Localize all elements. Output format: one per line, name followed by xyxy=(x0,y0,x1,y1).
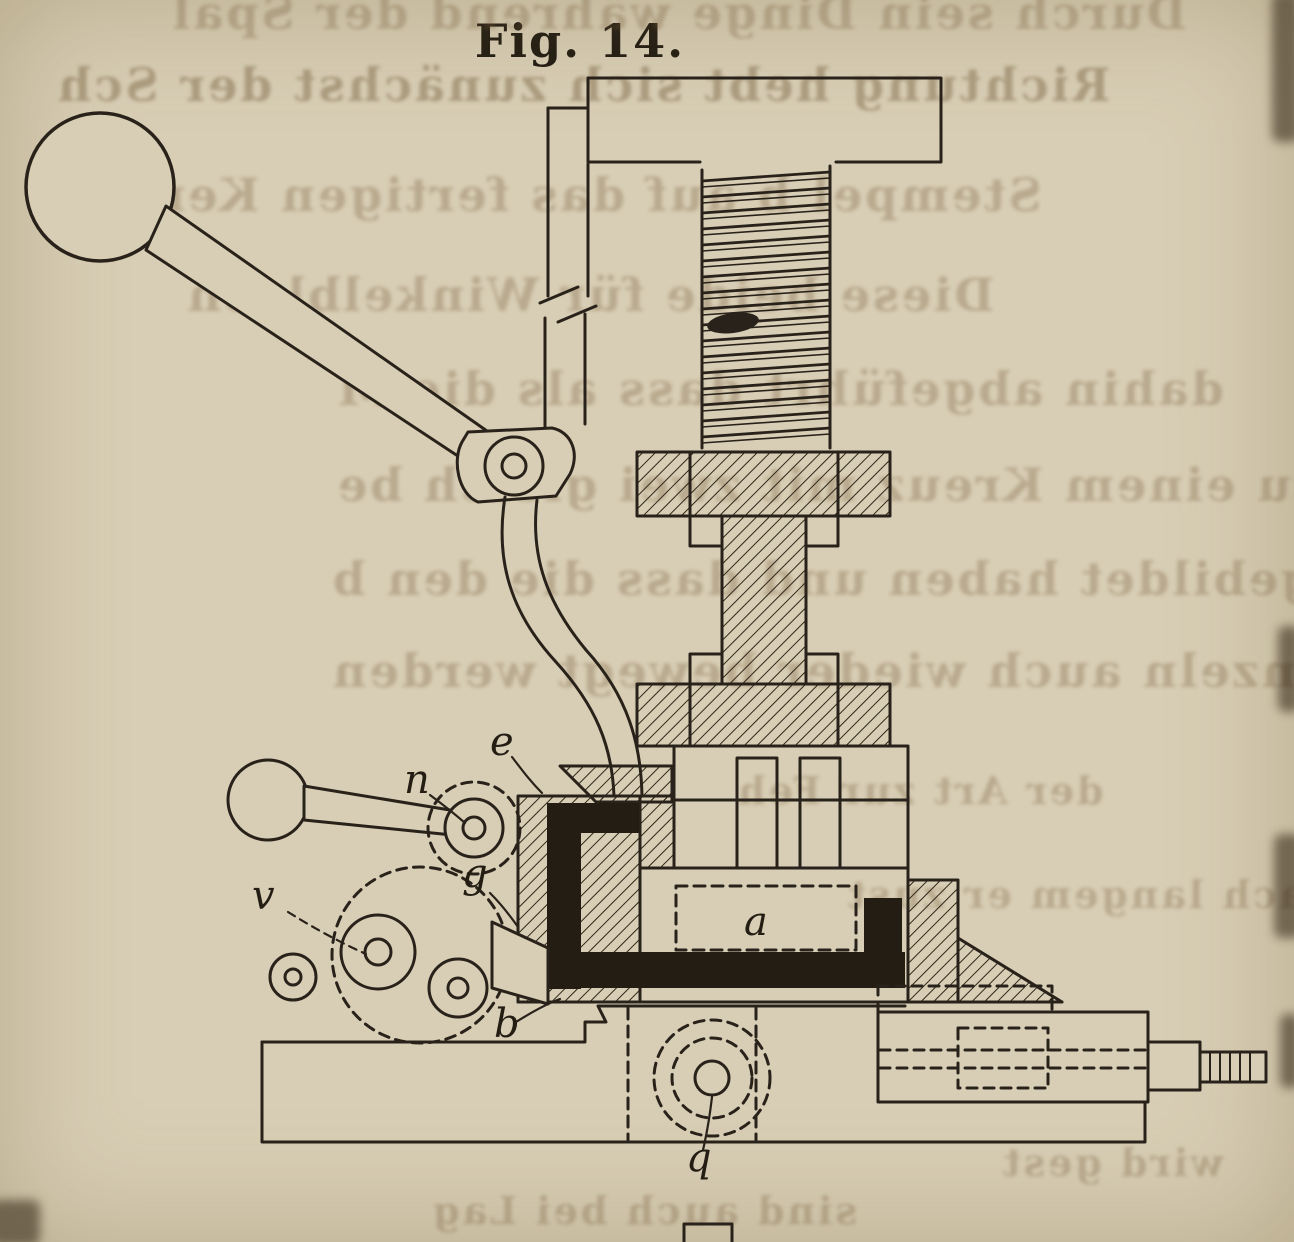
detail-square xyxy=(682,1222,734,1242)
pivot-pin xyxy=(483,435,545,497)
leader-lines xyxy=(286,755,714,1152)
part-label-b: b xyxy=(494,1001,520,1047)
shaft-q-center xyxy=(693,1059,731,1097)
part-label-v: v xyxy=(252,873,275,919)
lever-arm-lower xyxy=(302,784,464,838)
ram-column xyxy=(635,514,892,748)
workpiece-outline xyxy=(674,884,858,952)
upper-hand-lever xyxy=(24,111,644,798)
ink-smudge xyxy=(1278,626,1294,712)
part-label-n: n xyxy=(404,757,430,803)
ink-smudge xyxy=(0,1200,40,1242)
ink-smudge xyxy=(1280,1014,1294,1088)
curved-link xyxy=(500,495,616,798)
adjusting-screw xyxy=(700,164,832,450)
ball-knob-lower xyxy=(226,758,310,842)
feed-rod xyxy=(876,984,1268,1104)
figure-title: Fig. 14. xyxy=(474,14,686,68)
ink-smudge xyxy=(1274,834,1294,938)
frame-top-bracket xyxy=(538,76,943,430)
part-label-g: g xyxy=(462,851,488,897)
part-label-q: q xyxy=(686,1135,712,1181)
clamp-channel xyxy=(547,803,905,989)
part-label-a: a xyxy=(744,899,768,945)
ink-blot xyxy=(707,312,759,334)
part-label-e: e xyxy=(490,719,514,765)
punch-holder xyxy=(672,744,910,870)
ink-smudge xyxy=(1272,0,1294,142)
base-plate xyxy=(260,1004,1147,1144)
ball-knob-upper xyxy=(24,111,176,263)
roller-left xyxy=(268,952,318,1002)
eccentric-large xyxy=(339,913,417,991)
lower-hand-lever xyxy=(226,758,550,1045)
screw-nut-block xyxy=(635,450,892,518)
roller-right xyxy=(427,957,489,1019)
roller-n xyxy=(443,797,505,859)
lever-arm-upper xyxy=(144,204,499,470)
